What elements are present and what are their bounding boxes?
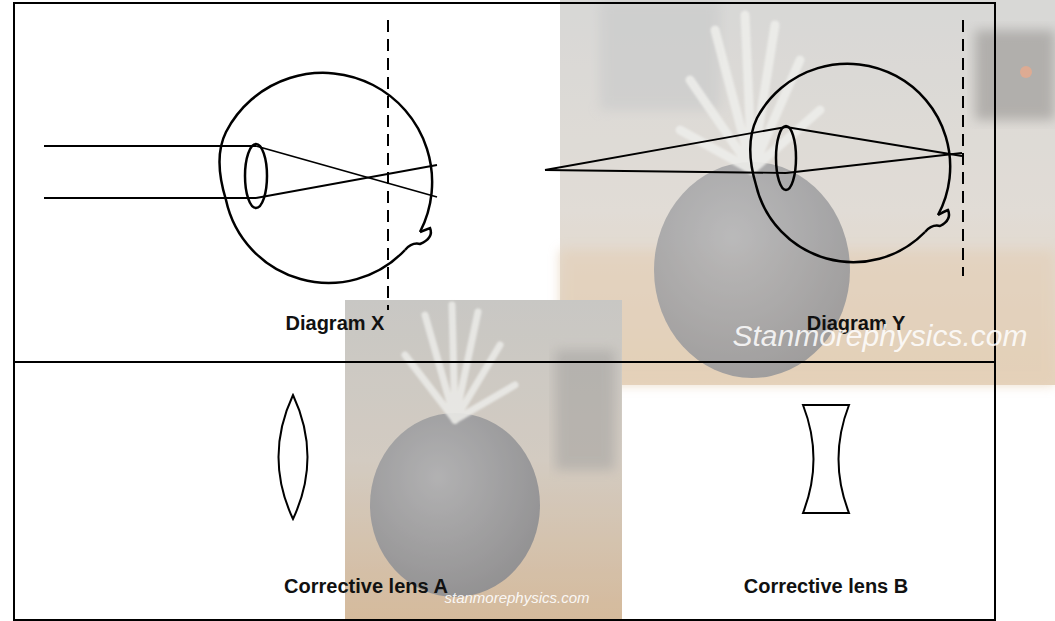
eye-diagram bbox=[44, 20, 437, 310]
concave-lens bbox=[803, 405, 849, 513]
frame bbox=[14, 3, 995, 620]
watermark: Stanmorephysics.com bbox=[732, 319, 1027, 354]
background-photo bbox=[560, 0, 1055, 385]
lens-label: Corrective lens A bbox=[284, 575, 448, 598]
background-photo bbox=[345, 300, 622, 621]
watermark: stanmorephysics.com bbox=[444, 589, 589, 606]
eye-diagram bbox=[545, 20, 963, 276]
diagram-label: Diagram X bbox=[286, 312, 385, 335]
lens-label: Corrective lens B bbox=[744, 575, 909, 598]
convex-lens bbox=[279, 395, 308, 519]
